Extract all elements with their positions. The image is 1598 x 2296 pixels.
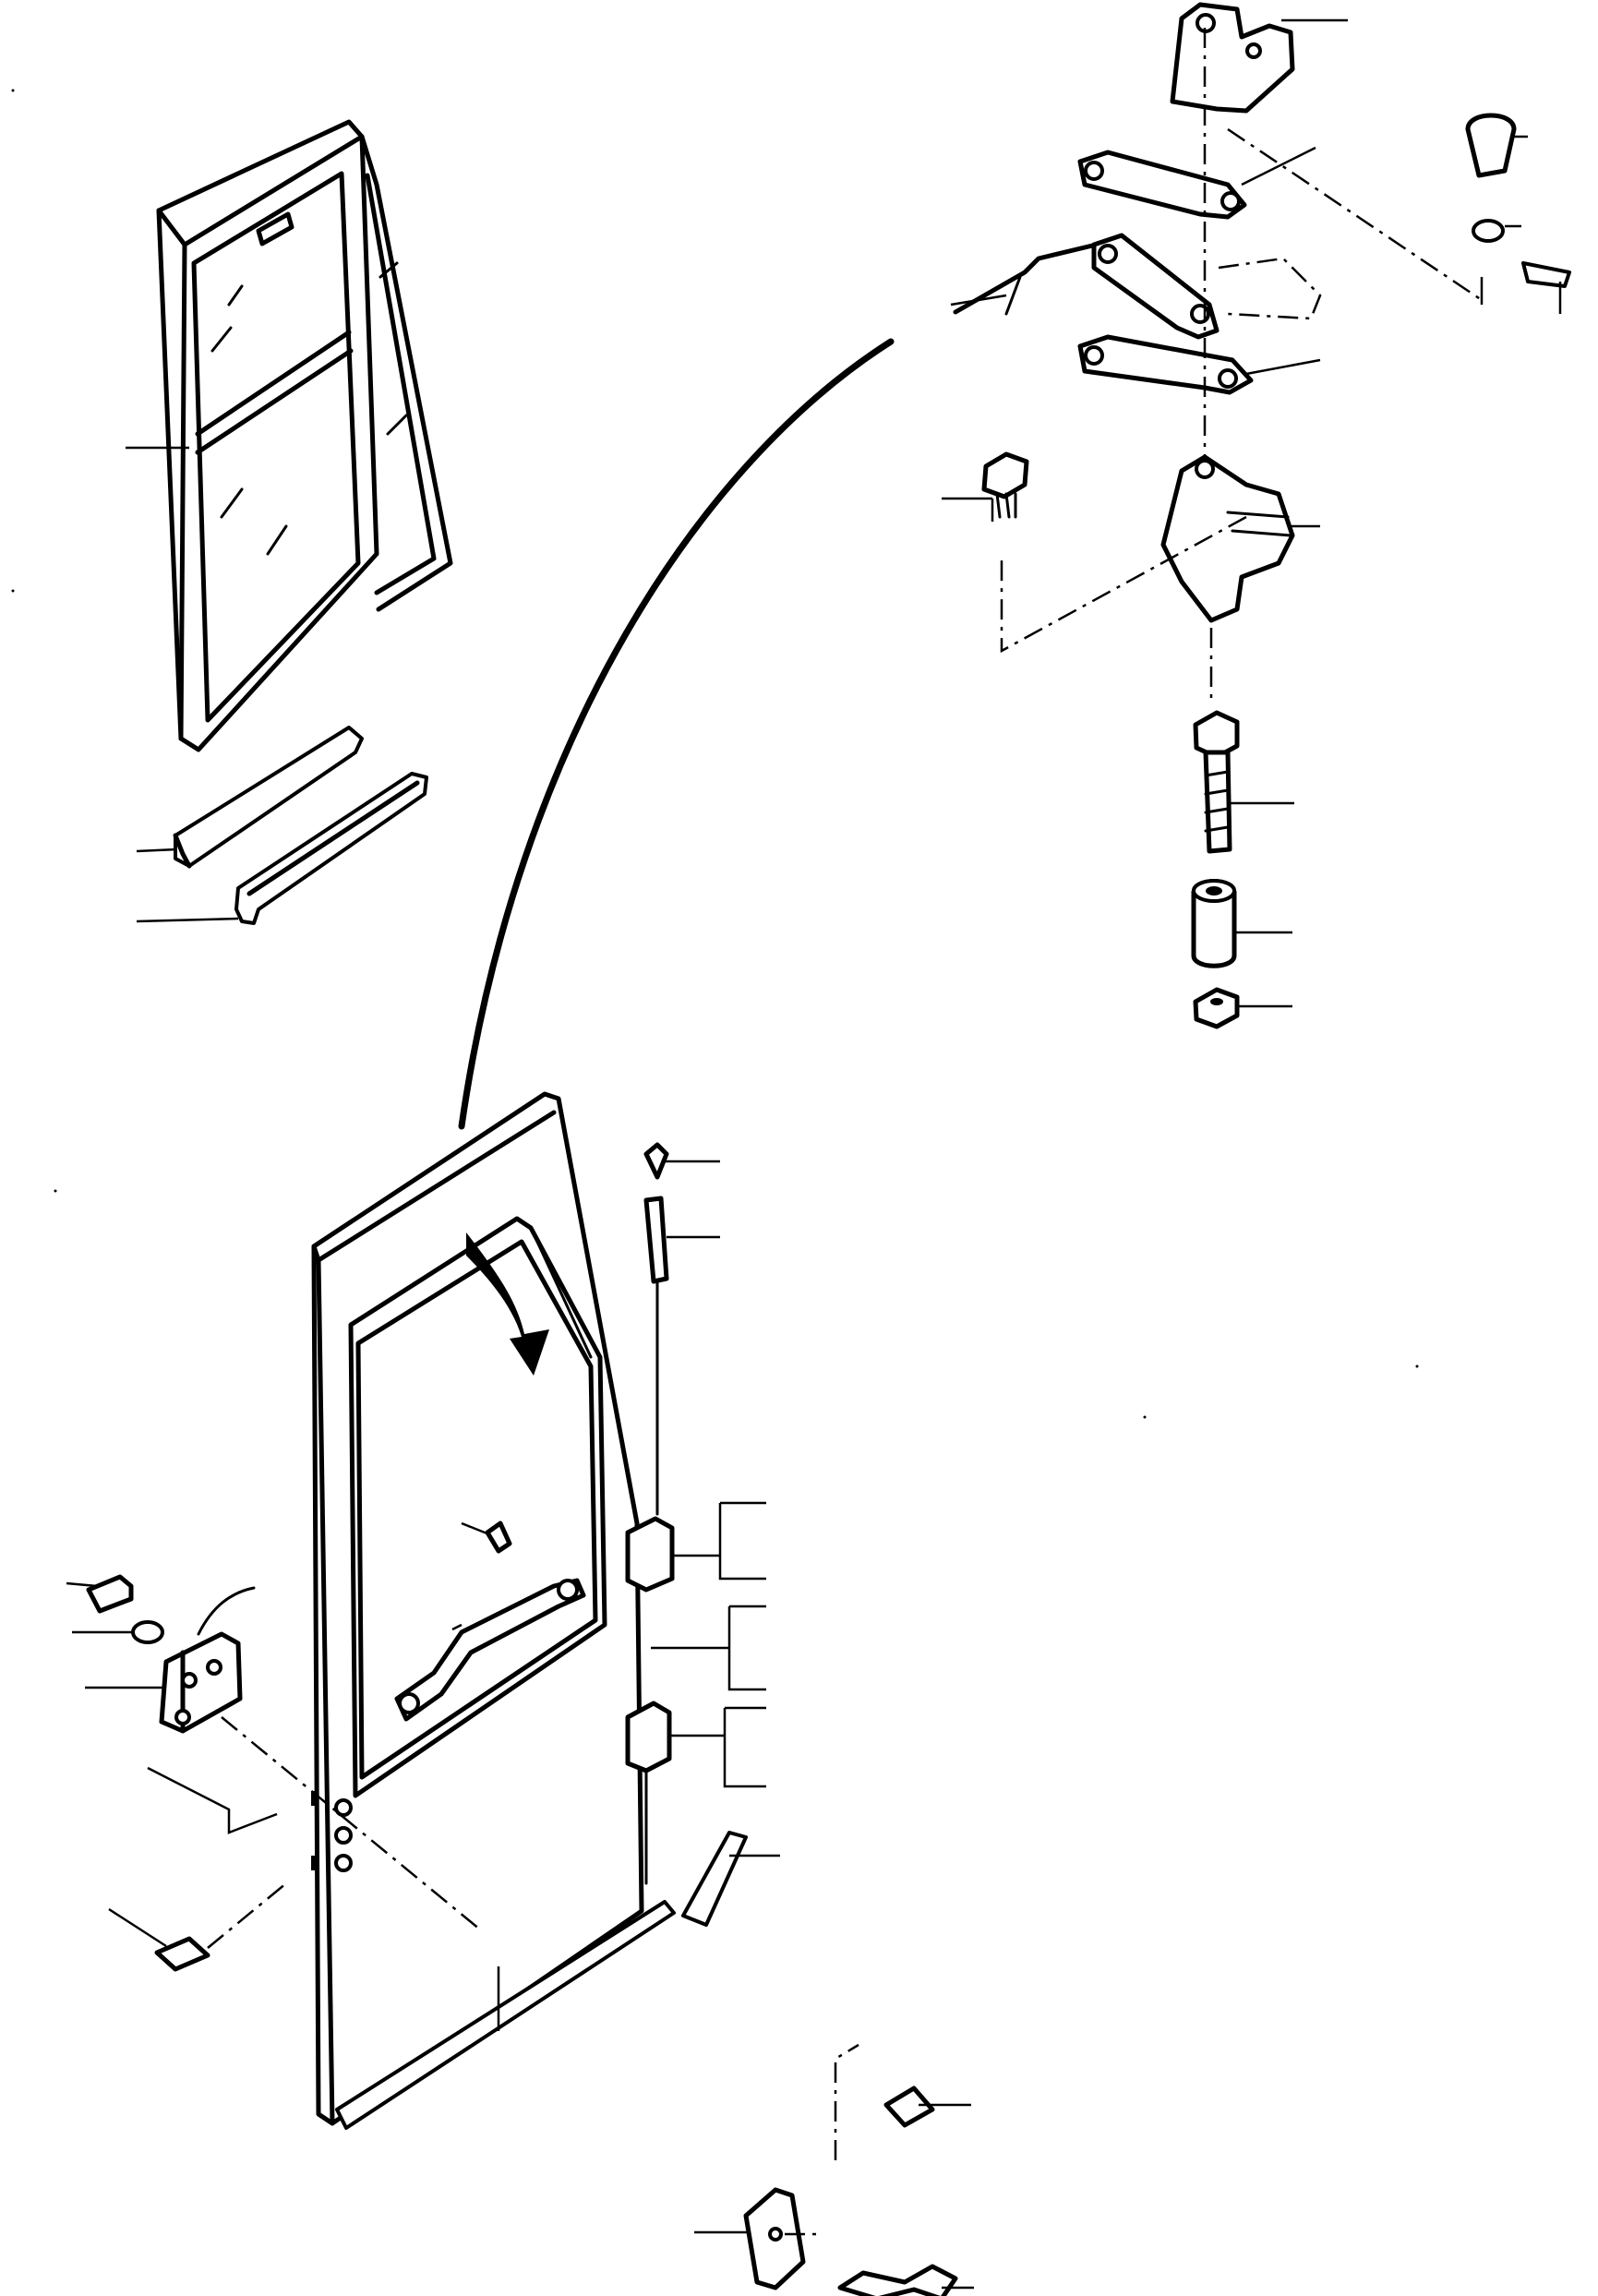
sliding-window-frame-icon [126, 119, 453, 752]
door-hinge-assembly-icon [942, 2, 1571, 702]
door-hinge-block-icon [625, 1501, 766, 1885]
scan-speck [1143, 1415, 1147, 1419]
scan-speck [11, 89, 15, 92]
seal-pad-icon [681, 1831, 780, 1927]
scan-speck [11, 589, 15, 593]
gas-strut-icon [643, 1142, 720, 1516]
door-lock-icon [66, 1574, 481, 1930]
door-striker-icon [694, 2043, 971, 2290]
spacer-sleeve-icon [1191, 879, 1292, 968]
scan-speck [1415, 1364, 1419, 1368]
door-handle-icon [837, 2264, 974, 2296]
bolt-icon [108, 1882, 287, 1972]
cab-door-icon [311, 1091, 676, 2130]
nut-icon [1193, 987, 1292, 1029]
seal-strip-icon [136, 726, 364, 869]
hinge-pin-bolt-icon [1193, 710, 1294, 854]
guide-rail-strip-icon [136, 772, 428, 925]
scan-speck [54, 1189, 57, 1193]
rotation-arrow-icon [466, 1232, 549, 1376]
cable-curve [458, 338, 895, 1130]
